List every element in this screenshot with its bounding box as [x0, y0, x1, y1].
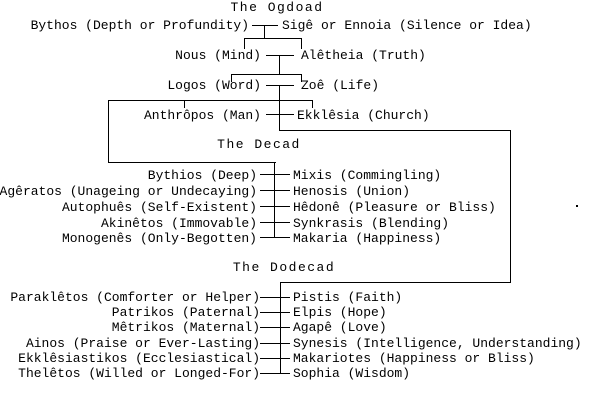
dodecad-pair1-left-label: Paraklêtos (Comforter or Helper) [10, 290, 260, 305]
ogdoad-bracket2-left-tick [231, 74, 232, 82]
ogdoad-pair2-drop-line [279, 55, 280, 74]
ogdoad-pair2-right-label: Alêtheia (Truth) [301, 48, 426, 63]
decad-title: The Decad [217, 137, 301, 152]
dodecad-pair6-left-label: Thelêtos (Willed or Longed-For) [18, 366, 260, 381]
dodecad-pair2-dash [260, 312, 290, 313]
decad-pair2-right-label: Henosis (Union) [293, 184, 411, 199]
decad-pair5-right-label: Makaria (Happiness) [293, 231, 442, 246]
decad-pair3-right-label: Hêdonê (Pleasure or Bliss) [293, 200, 496, 215]
ogdoad-bracket2-right-tick [301, 74, 302, 82]
decad-pair5-left-label: Monogenês (Only-Begotten) [61, 231, 257, 246]
ogdoad-pair1-drop-line [264, 25, 265, 38]
decad-pair1-right-label: Mixis (Commingling) [293, 168, 442, 183]
decad-pair1-dash [260, 174, 290, 175]
decad-pair2-left-label: Agêratos (Unageing or Undecaying) [0, 184, 257, 199]
dodecad-pair3-dash [260, 327, 290, 328]
dodecad-pair1-dash [260, 297, 290, 298]
dodecad-pair5-left-label: Ekklêsiastikos (Ecclesiastical) [18, 351, 260, 366]
decad-pair2-dash [260, 190, 290, 191]
ogdoad-bracket1-right-tick [301, 38, 302, 49]
ogdoad-pair3-right-label: Zoê (Life) [301, 78, 380, 93]
dodecad-pair2-right-label: Elpis (Hope) [293, 305, 387, 320]
decad-spine-line [274, 162, 275, 238]
dodecad-pair1-right-label: Pistis (Faith) [293, 290, 403, 305]
ogdoad-pair4-left-label: Anthrôpos (Man) [143, 108, 261, 123]
dodecad-pair3-right-label: Agapê (Love) [293, 320, 387, 335]
ogdoad-pair4-dash [266, 114, 294, 115]
decad-pair1-left-label: Bythios (Deep) [147, 168, 257, 183]
ogdoad-pair3-left-label: Logos (Word) [167, 78, 261, 93]
ogdoad-pair1-left-label: Bythos (Depth or Profundity) [30, 18, 249, 33]
ogdoad-bracket2-line [231, 74, 302, 75]
dodecad-pair4-right-label: Synesis (Intelligence, Understanding) [293, 336, 582, 351]
decad-pair4-right-label: Synkrasis (Blending) [293, 216, 450, 231]
ogdoad-pair1-right-label: Sigê or Ennoia (Silence or Idea) [282, 18, 532, 33]
ogdoad-pair2-left-label: Nous (Mind) [175, 48, 261, 63]
ogdoad-pair1-dash [252, 25, 278, 26]
ogdoad-bracket1-left-tick [244, 38, 245, 49]
ogdoad-pair2-dash [266, 55, 294, 56]
dodecad-pair4-dash [260, 343, 290, 344]
dodecad-pair6-dash [260, 373, 290, 374]
ogdoad-title: The Ogdoad [230, 0, 324, 15]
decad-pair3-left-label: Autophuês (Self-Existent) [61, 200, 257, 215]
stray-dot-artifact [576, 205, 578, 207]
dodecad-branch-top-line [279, 130, 511, 131]
decad-branch-vertical-line [108, 100, 109, 162]
ogdoad-bracket3-line [108, 100, 313, 101]
ogdoad-bracket3-right-tick [312, 100, 313, 108]
dodecad-pair5-right-label: Makariotes (Happiness or Bliss) [293, 351, 535, 366]
decad-pair5-dash [260, 237, 290, 238]
dodecad-pair6-right-label: Sophia (Wisdom) [293, 366, 411, 381]
decad-pair3-dash [260, 206, 290, 207]
ogdoad-bracket1-line [244, 38, 302, 39]
dodecad-pair4-left-label: Ainos (Praise or Ever-Lasting) [25, 336, 260, 351]
decad-pair4-left-label: Akinêtos (Immovable) [100, 216, 257, 231]
dodecad-branch-bottom-line [280, 282, 511, 283]
dodecad-pair2-left-label: Patrikos (Paternal) [111, 305, 260, 320]
dodecad-branch-right-line [510, 130, 511, 283]
dodecad-pair3-left-label: Mêtrikos (Maternal) [111, 320, 260, 335]
ogdoad-bracket3-anthropos-tick [184, 100, 185, 108]
dodecad-pair5-dash [260, 358, 290, 359]
decad-branch-horizontal-line [108, 162, 276, 163]
ogdoad-center-spine-line [279, 85, 280, 130]
ogdoad-pair4-right-label: Ekklêsia (Church) [297, 108, 430, 123]
dodecad-spine-line [280, 282, 281, 374]
dodecad-title: The Dodecad [232, 260, 336, 275]
decad-pair4-dash [260, 222, 290, 223]
ogdoad-pair3-dash [266, 85, 294, 86]
